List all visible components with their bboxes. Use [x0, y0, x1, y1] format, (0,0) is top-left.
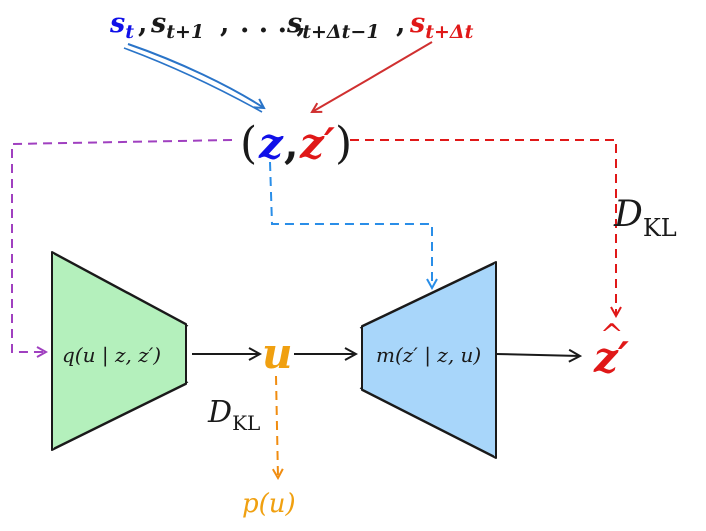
encoder-q-label: q(u | z, z′) [62, 343, 161, 368]
dashed-connectors [11, 139, 616, 478]
state-s-t-plus-dt-subscript: t+Δt [425, 21, 473, 43]
arrow-s-t-plus-dt-to-z-prime [312, 41, 433, 112]
state-s-t: s [109, 8, 125, 39]
state-s-t-plus-dt-minus-1: s [286, 8, 302, 39]
sequence-comma-1: , [138, 8, 147, 39]
model-m-label: m(z′ | z, u) [376, 343, 481, 368]
latent-close-paren: ) [335, 118, 352, 169]
dashed-red-z-prime-to-prediction [350, 139, 616, 316]
arrow-s-t-to-z-sketch [123, 47, 263, 113]
kl-top-subscript: KL [643, 214, 677, 242]
svg-text:st+Δt−1: st+Δt−1 [286, 8, 380, 43]
latent-z: z [258, 119, 284, 168]
dashed-blue-z-to-m [269, 161, 432, 288]
state-sequence: st , st+1 , . . . , st+Δt−1 , st+Δt [109, 8, 474, 43]
state-s-t-plus-dt: s [409, 8, 425, 39]
kl-divergence-bottom: DKL [207, 395, 260, 435]
flow-arrows [192, 354, 580, 356]
arrow-s-t-to-z [127, 43, 264, 108]
encoder-q-shape [51, 251, 187, 451]
dashed-orange-u-to-prior [276, 375, 278, 478]
model-m-block: m(z′ | z, u) [359, 261, 497, 459]
kl-top-d: D [613, 194, 643, 235]
sequence-ellipsis: . . . , [240, 8, 306, 39]
state-s-t-subscript: t [125, 21, 134, 43]
prediction-label: z′ [593, 333, 629, 382]
svg-text:st+Δt: st+Δt [409, 8, 474, 43]
kl-bottom-subscript: KL [232, 411, 260, 435]
encoding-arrows [123, 41, 433, 113]
state-s-t-plus-dt-minus-1-subscript: t+Δt−1 [302, 21, 379, 43]
dashed-purple-pair-to-q [11, 139, 233, 352]
state-s-t-plus-1: s [150, 8, 166, 39]
svg-text:st+1: st+1 [150, 8, 204, 43]
u-node: u [262, 329, 293, 378]
latent-pair: ( z , z′ ) [240, 118, 352, 169]
svg-text:st: st [109, 8, 134, 43]
prior-p-u: p(u) [242, 489, 296, 519]
prediction-z-hat: ^ z′ [593, 318, 629, 382]
sequence-comma-3: , [396, 8, 405, 39]
prediction-hat: ^ [600, 318, 623, 351]
latent-open-paren: ( [240, 118, 257, 169]
latent-comma: , [284, 119, 299, 168]
arrow-m-to-prediction [495, 354, 580, 356]
kl-divergence-top: DKL [613, 194, 677, 242]
kl-bottom-d: D [207, 395, 232, 430]
encoder-q-block: q(u | z, z′) [51, 251, 189, 451]
latent-z-prime: z′ [299, 119, 335, 168]
state-s-t-plus-1-subscript: t+1 [166, 21, 204, 43]
sequence-comma-2: , [220, 8, 229, 39]
